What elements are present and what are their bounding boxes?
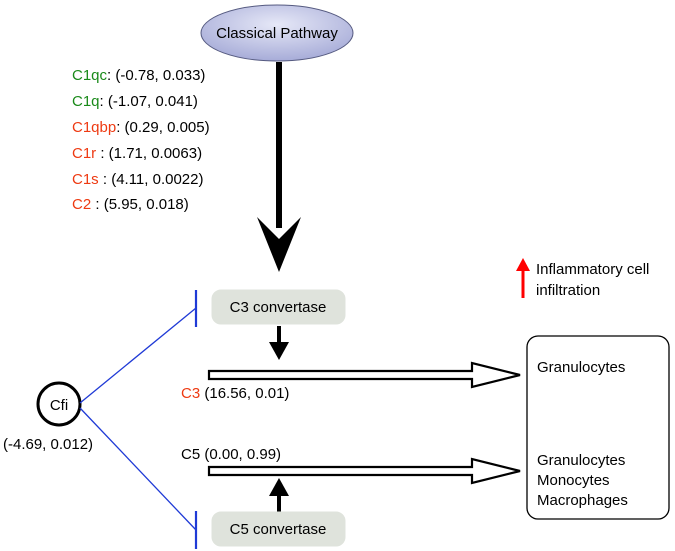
- c3-outcome-arrow: [207, 361, 521, 389]
- legend: Inflammatory cell infiltration: [516, 258, 649, 299]
- gene-stats: (4.11, 0.0022): [107, 171, 203, 188]
- c3-name: C3: [181, 385, 200, 402]
- c3-convertase-node: C3 convertase: [211, 289, 346, 325]
- classical-pathway-node: Classical Pathway: [200, 4, 354, 62]
- gene-row: C1qc: (-0.78, 0.033): [72, 67, 205, 84]
- legend-line-2: infiltration: [536, 282, 600, 299]
- cfi-to-c3-convertase-line: [79, 307, 197, 404]
- up-arrow-icon: [516, 258, 530, 298]
- c3-convertase-to-c3-arrow: [269, 326, 289, 360]
- cfi-node: Cfi: [36, 381, 82, 427]
- c3-outcome-cell: Granulocytes: [537, 359, 625, 376]
- gene-name: C1qc: [72, 67, 108, 84]
- cfi-name: Cfi: [50, 397, 68, 414]
- c5-outcome-cell: Granulocytes: [537, 452, 625, 469]
- c3-convertase-label: C3 convertase: [230, 299, 327, 316]
- gene-stats: (5.95, 0.018): [100, 196, 189, 213]
- c5-convertase-to-c5-arrow: [269, 478, 289, 512]
- c5-outcome-cell: Macrophages: [537, 492, 628, 509]
- c5-convertase-label: C5 convertase: [230, 521, 327, 538]
- gene-stats: (0.29, 0.005): [120, 119, 209, 136]
- gene-row: C1s : (4.11, 0.0022): [72, 171, 203, 188]
- gene-row: C1r : (1.71, 0.0063): [72, 145, 202, 162]
- gene-stats: (-0.78, 0.033): [111, 67, 205, 84]
- gene-stats: (-1.07, 0.041): [104, 93, 198, 110]
- gene-separator: :: [116, 119, 120, 136]
- outcome-box: Granulocytes Granulocytes Monocytes Macr…: [526, 335, 670, 520]
- c5-outcome-arrow: [207, 457, 521, 485]
- gene-stats: (1.71, 0.0063): [105, 145, 203, 162]
- c3-label: C3 (16.56, 0.01): [181, 385, 289, 402]
- gene-name: C1s: [72, 171, 99, 188]
- c5-label: C5 (0.00, 0.99): [181, 446, 281, 463]
- classical-pathway-label: Classical Pathway: [216, 25, 338, 42]
- gene-row: C1q: (-1.07, 0.041): [72, 93, 198, 110]
- c5-outcome-cell: Monocytes: [537, 472, 610, 489]
- gene-separator: :: [91, 196, 99, 213]
- gene-name: C1r: [72, 145, 96, 162]
- gene-separator: :: [99, 171, 107, 188]
- gene-name: C2: [72, 196, 91, 213]
- gene-separator: :: [107, 67, 111, 84]
- gene-name: C1qbp: [72, 119, 116, 136]
- c5-convertase-node: C5 convertase: [211, 511, 346, 547]
- gene-separator: :: [100, 93, 104, 110]
- legend-line-1: Inflammatory cell: [536, 261, 649, 278]
- cfi-inhibition-lines: [79, 290, 198, 549]
- cfi-stats: (-4.69, 0.012): [3, 436, 93, 453]
- gene-list: C1qc: (-0.78, 0.033) C1q: (-1.07, 0.041)…: [72, 67, 210, 213]
- pathway-to-c3-convertase-arrow: [257, 62, 301, 272]
- gene-row: C2 : (5.95, 0.018): [72, 196, 189, 213]
- cfi-to-c5-convertase-line: [79, 407, 197, 531]
- c3-stats: (16.56, 0.01): [200, 385, 289, 402]
- gene-name: C1q: [72, 93, 100, 110]
- gene-row: C1qbp: (0.29, 0.005): [72, 119, 210, 136]
- gene-separator: :: [96, 145, 104, 162]
